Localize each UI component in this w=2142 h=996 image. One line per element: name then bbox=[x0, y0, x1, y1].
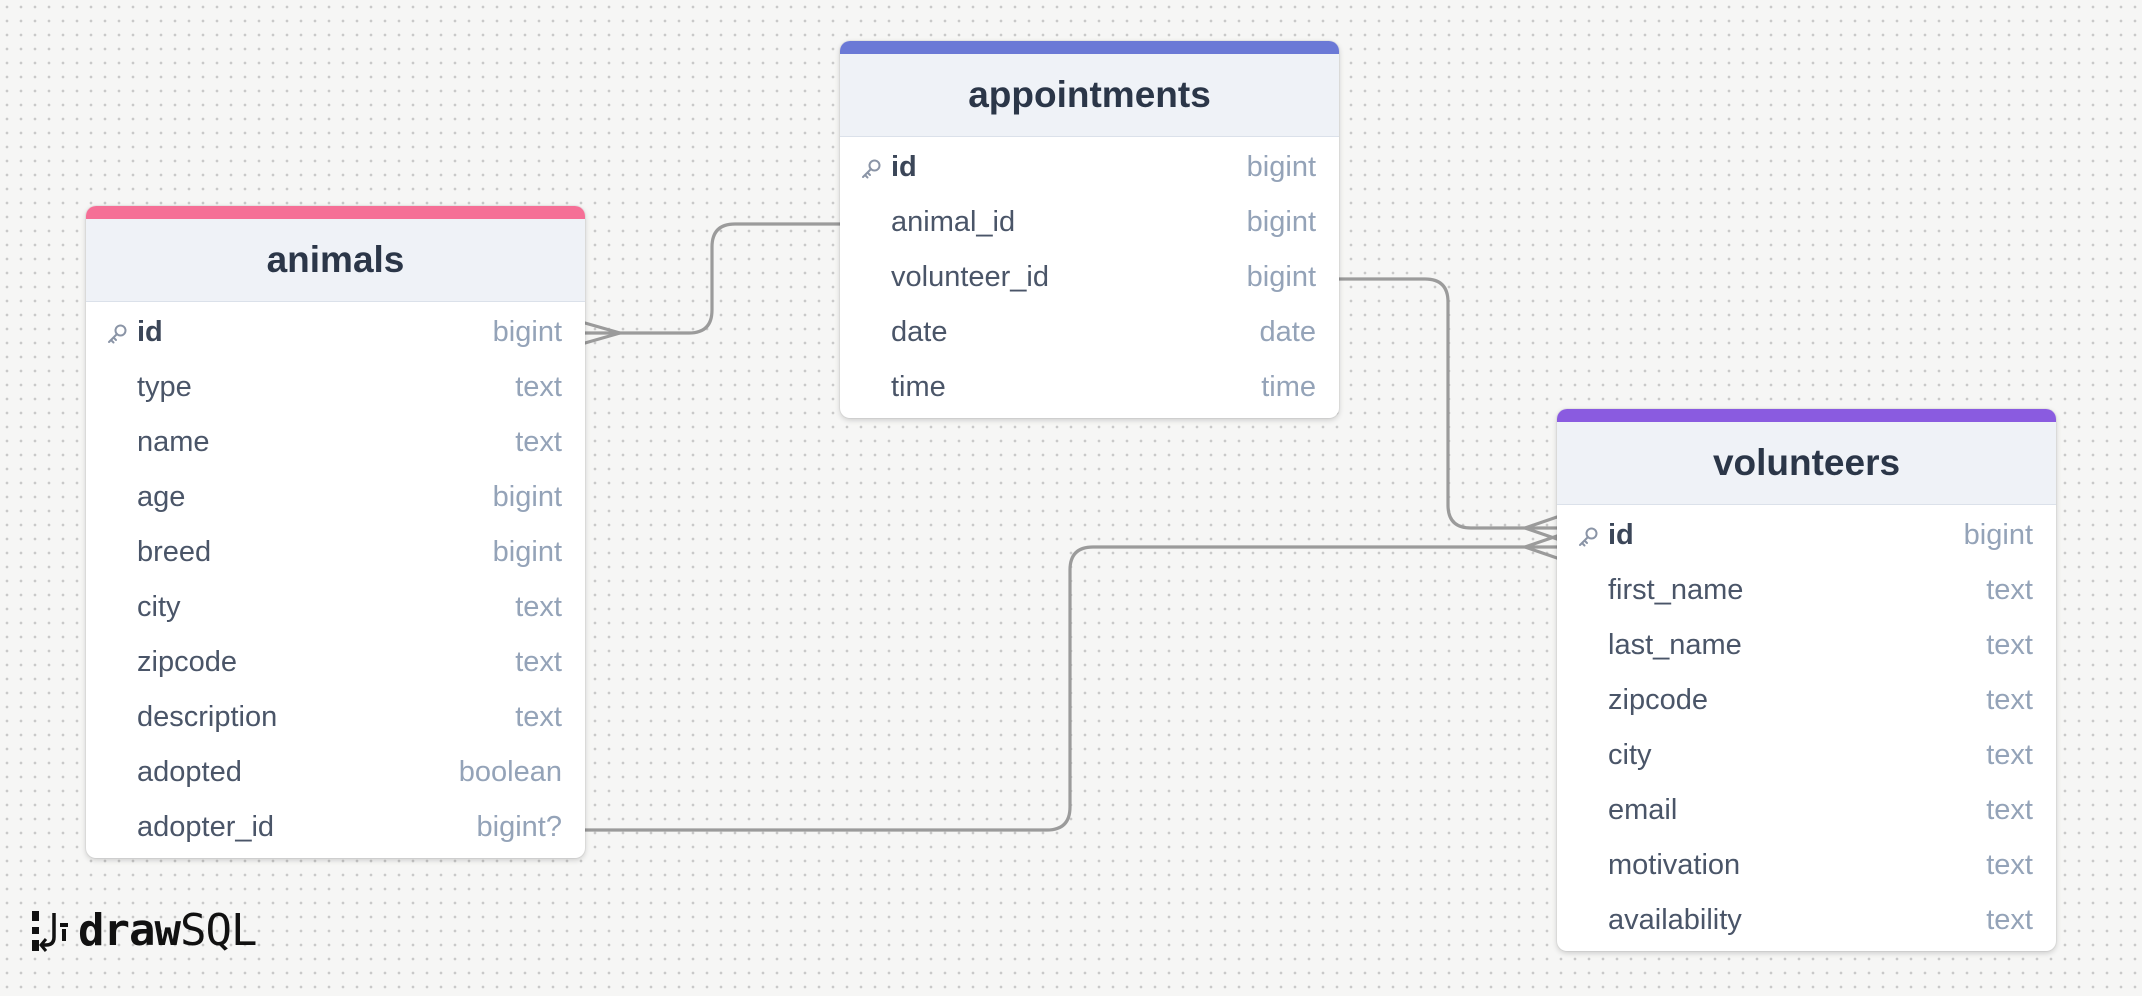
column-name: city bbox=[1608, 739, 1652, 771]
drawsql-logo: draw SQL bbox=[30, 905, 257, 956]
column-name: first_name bbox=[1608, 574, 1744, 606]
connector-appointments-volunteer-id-to-volunteers-id[interactable] bbox=[1337, 277, 1559, 530]
table-title[interactable]: animals bbox=[86, 219, 585, 302]
column-row-time[interactable]: time time bbox=[840, 360, 1339, 415]
column-name: city bbox=[137, 591, 181, 623]
column-row-type[interactable]: type text bbox=[86, 360, 585, 415]
column-row-volunteer-id[interactable]: volunteer_id bigint bbox=[840, 250, 1339, 305]
column-name: volunteer_id bbox=[891, 261, 1049, 293]
column-row-last-name[interactable]: last_name text bbox=[1557, 618, 2056, 673]
column-row-id[interactable]: id bigint bbox=[840, 140, 1339, 195]
column-row-animal-id[interactable]: animal_id bigint bbox=[840, 195, 1339, 250]
column-row-first-name[interactable]: first_name text bbox=[1557, 563, 2056, 618]
column-name: adopter_id bbox=[137, 811, 275, 843]
column-row-city[interactable]: city text bbox=[1557, 728, 2056, 783]
column-row-zipcode[interactable]: zipcode text bbox=[86, 635, 585, 690]
table-accent-bar bbox=[1557, 409, 2056, 422]
connector-appointments-animal-id-to-animals-id[interactable] bbox=[583, 222, 842, 335]
column-name: time bbox=[891, 371, 946, 403]
table-accent-bar bbox=[840, 41, 1339, 54]
column-row-availability[interactable]: availability text bbox=[1557, 893, 2056, 948]
column-type: date bbox=[1259, 316, 1316, 348]
column-list: id bigint type text name text age bigint breed bi… bbox=[86, 302, 585, 858]
column-row-age[interactable]: age bigint bbox=[86, 470, 585, 525]
table-animals[interactable]: animals id bigint type text name text age bigin… bbox=[86, 206, 585, 858]
column-type: text bbox=[515, 426, 562, 458]
column-row-adopted[interactable]: adopted boolean bbox=[86, 745, 585, 800]
table-accent-bar bbox=[86, 206, 585, 219]
column-name: availability bbox=[1608, 904, 1742, 936]
connector-animals-adopter-id-to-volunteers-id[interactable] bbox=[583, 545, 1559, 832]
drawsql-logo-icon bbox=[32, 910, 68, 952]
column-type: text bbox=[1986, 629, 2033, 661]
column-row-city[interactable]: city text bbox=[86, 580, 585, 635]
column-type: text bbox=[1986, 849, 2033, 881]
column-row-breed[interactable]: breed bigint bbox=[86, 525, 585, 580]
primary-key-icon bbox=[1577, 526, 1599, 548]
logo-word-draw: draw bbox=[78, 905, 181, 956]
column-type: time bbox=[1261, 371, 1316, 403]
column-name: name bbox=[137, 426, 210, 458]
column-type: boolean bbox=[458, 756, 562, 788]
column-type: bigint bbox=[492, 536, 562, 568]
column-type: text bbox=[515, 646, 562, 678]
column-type: bigint bbox=[1246, 206, 1316, 238]
primary-key-icon bbox=[860, 158, 882, 180]
table-title[interactable]: appointments bbox=[840, 54, 1339, 137]
column-row-motivation[interactable]: motivation text bbox=[1557, 838, 2056, 893]
logo-word-sql: SQL bbox=[179, 905, 257, 956]
column-type: text bbox=[515, 591, 562, 623]
column-type: text bbox=[515, 371, 562, 403]
column-type: bigint bbox=[1246, 261, 1316, 293]
column-row-description[interactable]: description text bbox=[86, 690, 585, 745]
column-row-adopter-id[interactable]: adopter_id bigint? bbox=[86, 800, 585, 855]
column-type: bigint bbox=[492, 481, 562, 513]
column-type: text bbox=[1986, 739, 2033, 771]
column-name: zipcode bbox=[1608, 684, 1708, 716]
column-type: text bbox=[1986, 684, 2033, 716]
column-name: email bbox=[1608, 794, 1678, 826]
column-name: id bbox=[137, 316, 163, 348]
column-row-date[interactable]: date date bbox=[840, 305, 1339, 360]
column-type: text bbox=[515, 701, 562, 733]
column-type: bigint bbox=[492, 316, 562, 348]
column-name: motivation bbox=[1608, 849, 1741, 881]
column-name: date bbox=[891, 316, 948, 348]
column-row-id[interactable]: id bigint bbox=[1557, 508, 2056, 563]
crow-foot-animals-id bbox=[583, 321, 622, 345]
column-type: text bbox=[1986, 574, 2033, 606]
column-name: age bbox=[137, 481, 186, 513]
column-name: type bbox=[137, 371, 192, 403]
column-type: text bbox=[1986, 904, 2033, 936]
column-type: bigint bbox=[1963, 519, 2033, 551]
column-name: breed bbox=[137, 536, 212, 568]
column-name: adopted bbox=[137, 756, 242, 788]
column-name: animal_id bbox=[891, 206, 1016, 238]
column-type: text bbox=[1986, 794, 2033, 826]
column-name: zipcode bbox=[137, 646, 237, 678]
table-title[interactable]: volunteers bbox=[1557, 422, 2056, 505]
primary-key-icon bbox=[106, 323, 128, 345]
column-name: description bbox=[137, 701, 278, 733]
column-type: bigint? bbox=[476, 811, 562, 843]
column-row-email[interactable]: email text bbox=[1557, 783, 2056, 838]
column-type: bigint bbox=[1246, 151, 1316, 183]
column-name: id bbox=[1608, 519, 1634, 551]
column-row-zipcode[interactable]: zipcode text bbox=[1557, 673, 2056, 728]
crow-foot-volunteers-id bbox=[1523, 515, 1559, 560]
column-name: last_name bbox=[1608, 629, 1742, 661]
column-name: id bbox=[891, 151, 917, 183]
column-row-id[interactable]: id bigint bbox=[86, 305, 585, 360]
column-row-name[interactable]: name text bbox=[86, 415, 585, 470]
